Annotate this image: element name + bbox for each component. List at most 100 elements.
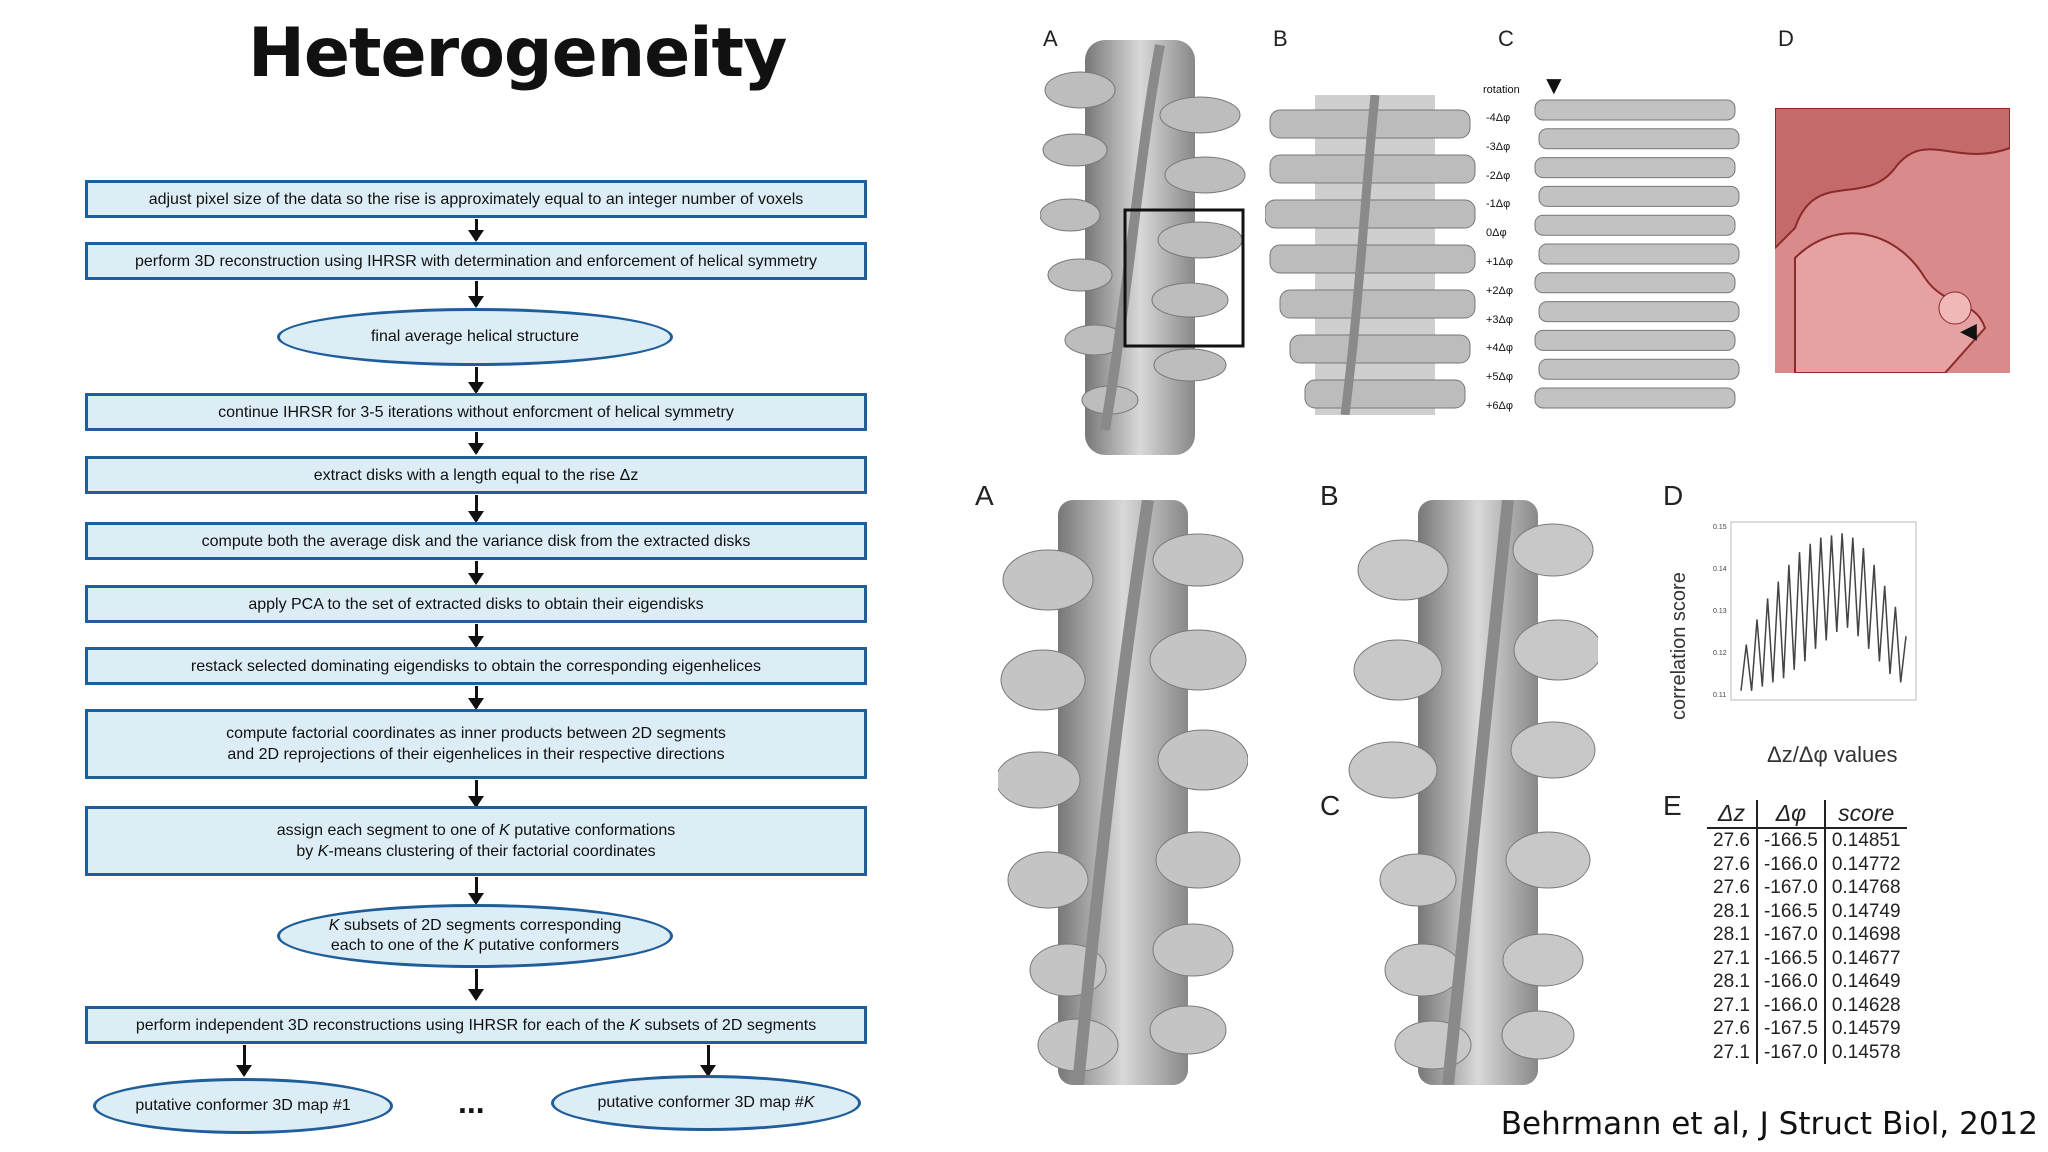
flow-step-10: perform independent 3D reconstructions u…: [85, 1006, 867, 1044]
panel-label-d-top: D: [1778, 26, 1794, 51]
disk-slab: [1534, 157, 1736, 179]
table-cell: 28.1: [1713, 924, 1750, 945]
table-cell: -167.0: [1755, 923, 1826, 947]
table-cell: 27.1: [1713, 947, 1750, 969]
rotation-value: +4Δφ: [1486, 342, 1514, 355]
flow-arrow: [700, 1045, 716, 1077]
flow-step-8-line-1: compute factorial coordinates as inner p…: [226, 725, 726, 742]
flow-arrow: [468, 686, 484, 710]
table-cell: 0.14649: [1831, 971, 1901, 992]
table-cell: 0.14677: [1831, 947, 1901, 969]
flow-arrow: [468, 877, 484, 905]
rotation-value: -1Δφ: [1486, 198, 1511, 211]
flow-arrow: [468, 780, 484, 808]
density-map-d: [1775, 108, 2010, 373]
rotation-value: +6Δφ: [1486, 399, 1514, 412]
table-cell: 0.14578: [1831, 1041, 1901, 1063]
flow-arrow: [468, 367, 484, 394]
chart-frame: [1730, 521, 1917, 701]
disk-slab: [1534, 99, 1736, 121]
disk-slab: [1538, 358, 1740, 380]
table-header: Δz: [1707, 800, 1757, 829]
table-cell: 27.6: [1713, 830, 1750, 851]
flow-step-2: perform 3D reconstruction using IHRSR wi…: [85, 242, 867, 280]
filament-map-a: [1040, 40, 1246, 455]
flow-ellipse-k-line-2: each to one of the K putative conformers: [330, 937, 620, 954]
flow-arrow: [468, 624, 484, 648]
flow-ellipse-final-structure: final average helical structure: [277, 308, 673, 366]
rotation-value: +1Δφ: [1486, 255, 1514, 268]
filament-map-bottom-a: [998, 500, 1248, 1085]
arrowhead-marker: ▼: [1541, 70, 1567, 100]
table-cell: -166.0: [1755, 970, 1826, 994]
table-header: score: [1824, 800, 1907, 829]
chart-ylabel: correlation score: [1668, 572, 1690, 720]
flow-ellipse-conformer-1: putative conformer 3D map #1: [93, 1078, 393, 1134]
table-cell: -167.0: [1755, 1040, 1826, 1064]
table-cell: -166.0: [1755, 993, 1826, 1017]
chart-ytick: 0.14: [1713, 566, 1727, 573]
disk-slab: [1534, 329, 1736, 351]
chart-ytick: 0.13: [1713, 608, 1727, 615]
flow-step-9-line-2: by K-means clustering of their factorial…: [296, 843, 656, 860]
panel-label-b-bottom: B: [1320, 480, 1339, 511]
citation: Behrmann et al, J Struct Biol, 2012: [1500, 1106, 2038, 1142]
disk-slab: [1534, 214, 1736, 236]
table-cell: 27.1: [1713, 994, 1750, 1016]
table-cell: -166.5: [1755, 828, 1826, 853]
flow-step-3: continue IHRSR for 3-5 iterations withou…: [85, 393, 867, 431]
disk-slab: [1538, 243, 1740, 265]
table-cell: -166.5: [1755, 899, 1826, 923]
table-cell: 28.1: [1713, 900, 1750, 922]
table-cell: 0.14768: [1831, 877, 1901, 898]
flow-step-4: extract disks with a length equal to the…: [85, 456, 867, 494]
panel-label-b-top: B: [1273, 26, 1288, 51]
table-cell: -167.0: [1755, 876, 1826, 900]
disk-slab: [1538, 301, 1740, 323]
filament-map-bottom-b: [1348, 500, 1598, 1085]
table-cell: -166.0: [1755, 852, 1826, 876]
flow-step-6: apply PCA to the set of extracted disks …: [85, 585, 867, 623]
arrowhead-marker-d: ◀: [1960, 318, 1977, 343]
table-cell: 27.6: [1713, 853, 1750, 875]
flow-arrow: [468, 432, 484, 455]
flow-step-7: restack selected dominating eigendisks t…: [85, 647, 867, 685]
table-cell: -166.5: [1755, 946, 1826, 970]
chart-ytick: 0.12: [1713, 650, 1727, 657]
flow-step-1: adjust pixel size of the data so the ris…: [85, 180, 867, 218]
flow-arrow: [468, 495, 484, 523]
chart-ytick: 0.11: [1713, 692, 1726, 699]
panel-label-d-bottom: D: [1663, 480, 1684, 511]
flow-ellipse-k-subsets: K subsets of 2D segments corresponding e…: [277, 904, 673, 968]
chart-ytick: 0.15: [1713, 524, 1727, 531]
rotation-value: +5Δφ: [1486, 371, 1514, 384]
table-cell: 27.6: [1713, 877, 1750, 898]
rotation-value: -2Δφ: [1486, 169, 1511, 182]
rotation-value: -4Δφ: [1486, 112, 1511, 124]
flow-arrow: [236, 1045, 252, 1077]
rotation-value: +2Δφ: [1486, 284, 1514, 297]
filament-map-c: [1534, 99, 1740, 409]
flow-arrow: [468, 561, 484, 585]
flow-step-9-line-1: assign each segment to one of K putative…: [276, 822, 676, 839]
table-cell: 0.14628: [1831, 994, 1901, 1016]
disk-slab: [1534, 272, 1736, 294]
flow-step-9: assign each segment to one of K putative…: [85, 806, 867, 876]
panel-label-c-bottom: C: [1320, 790, 1341, 821]
flow-ellipse-conformer-k: putative conformer 3D map #K: [551, 1075, 861, 1131]
flow-arrow: [468, 969, 484, 1001]
flow-step-8-line-2: and 2D reprojections of their eigenhelic…: [227, 746, 725, 763]
table-cell: 0.14772: [1831, 853, 1901, 875]
disk-slab: [1538, 128, 1740, 150]
flow-arrow: [468, 219, 484, 242]
